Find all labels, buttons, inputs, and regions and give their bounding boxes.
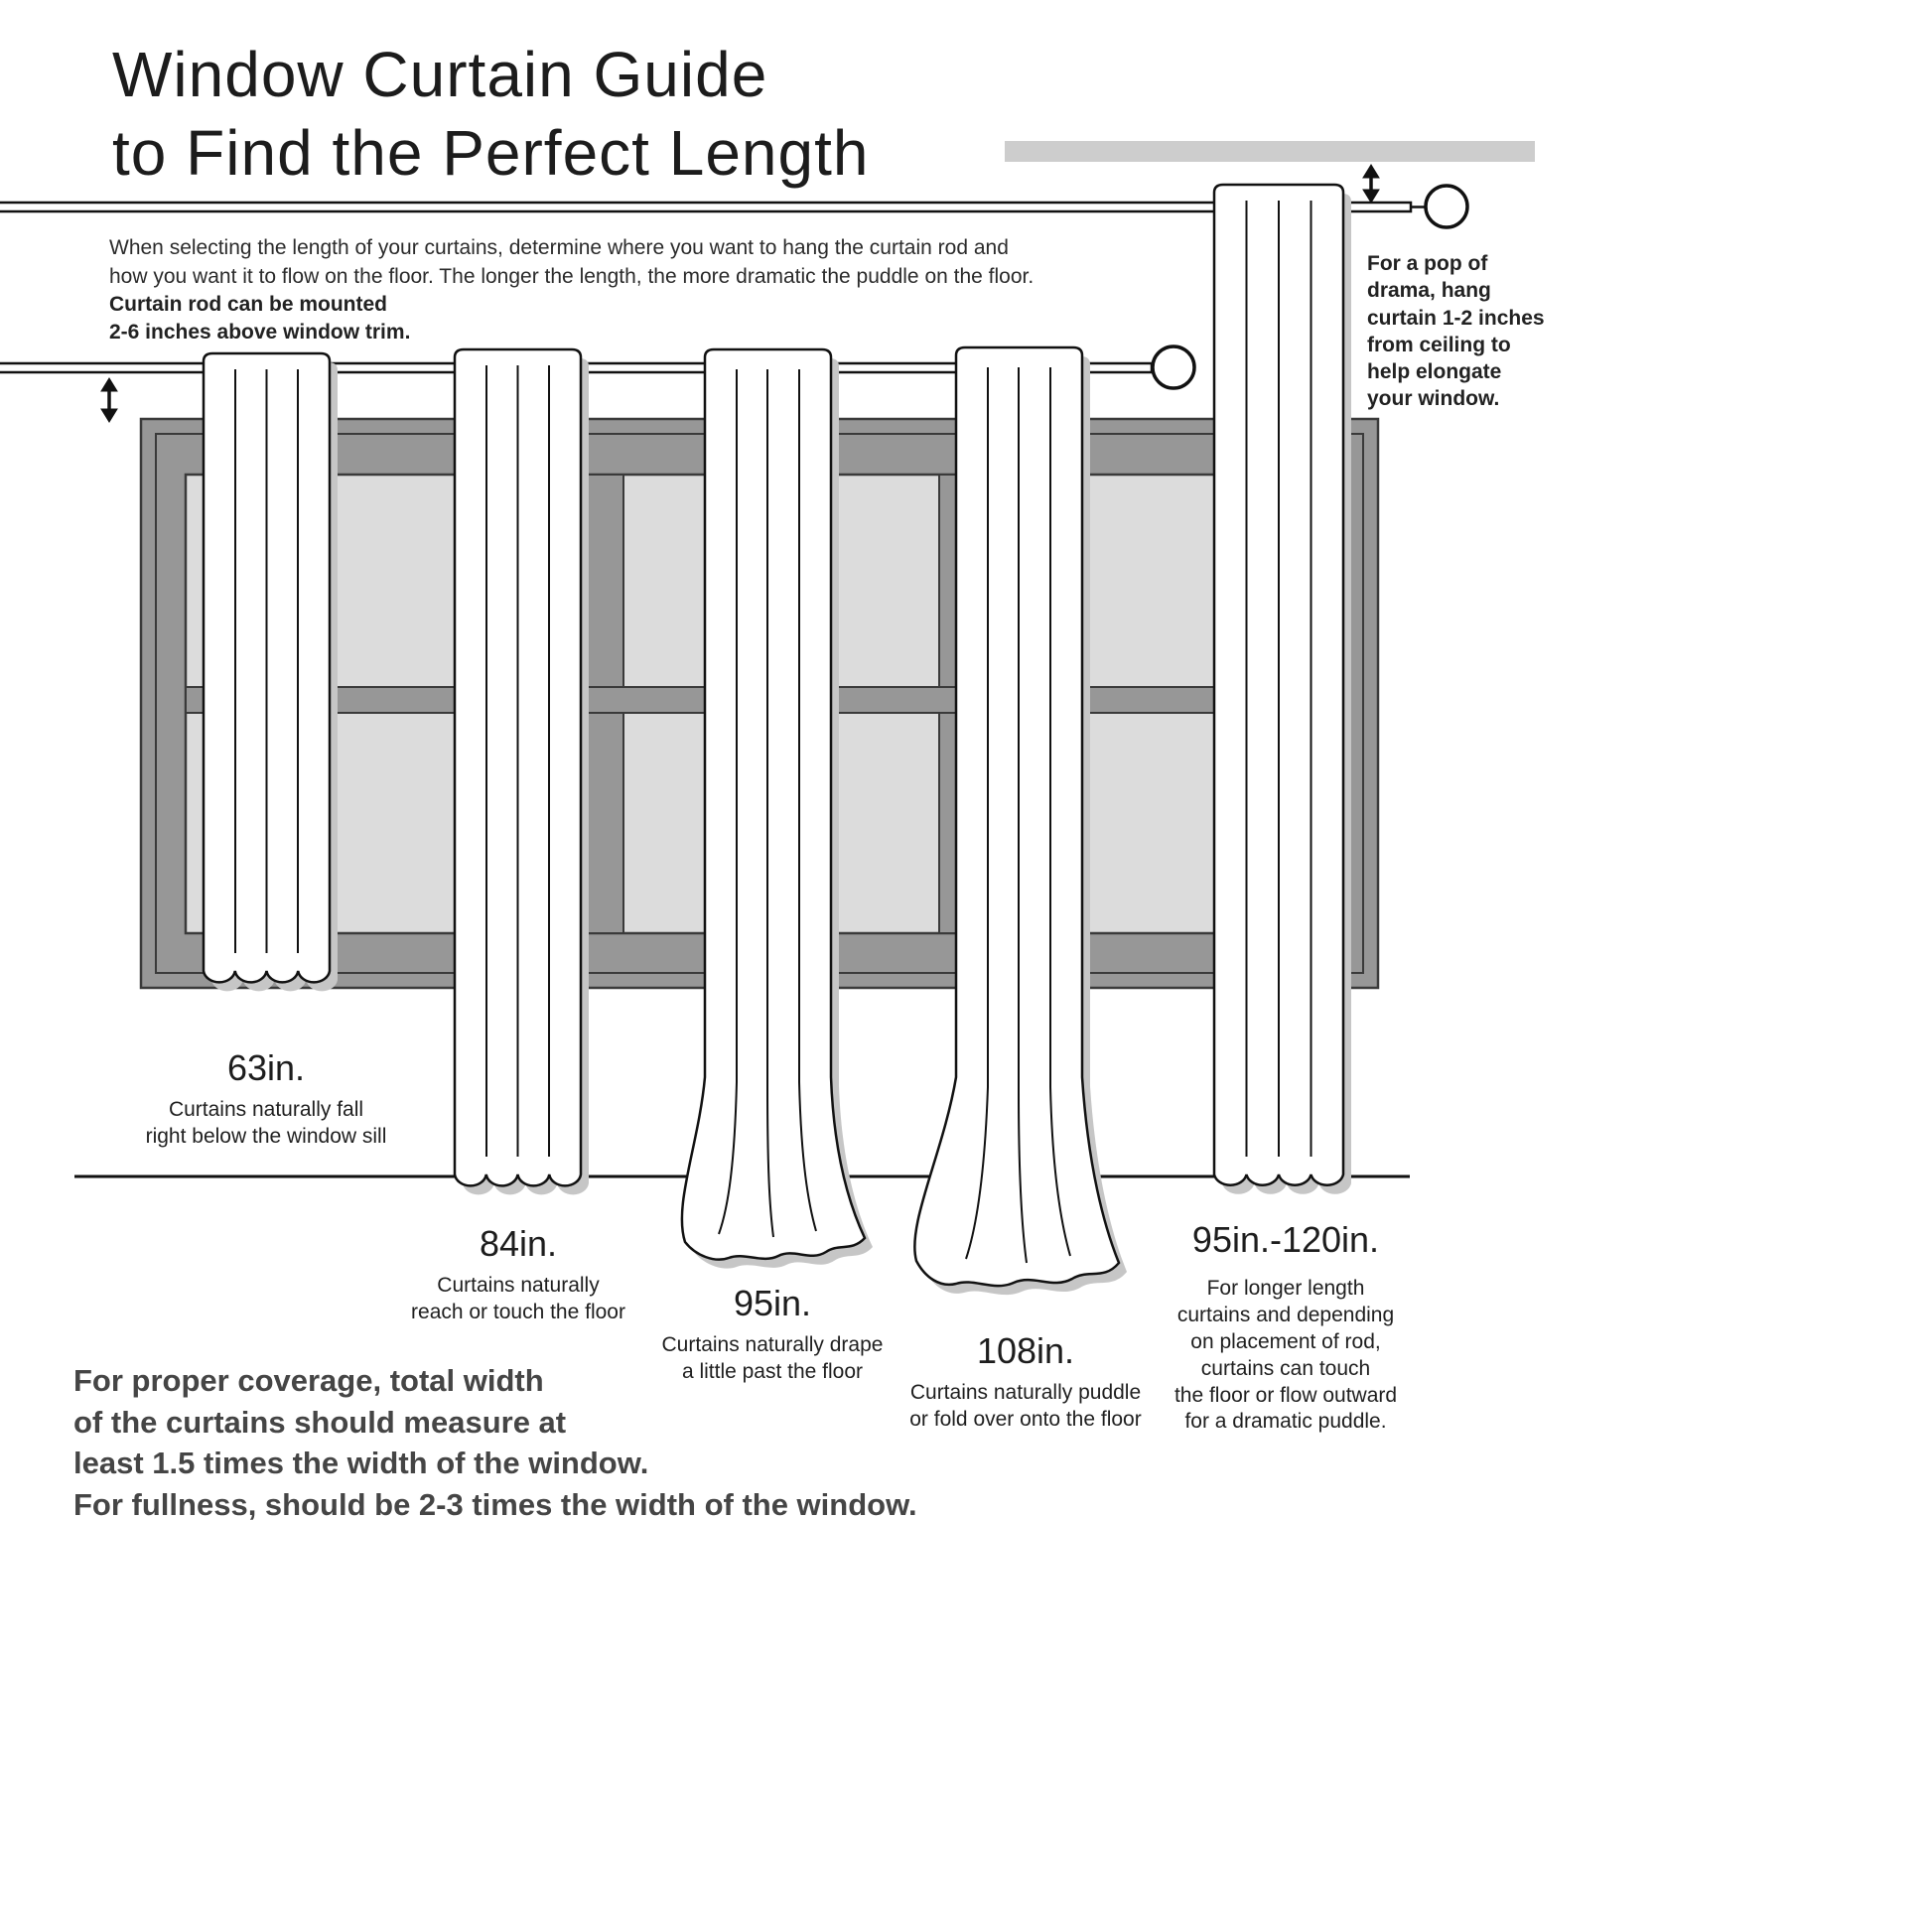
curtain-95in — [680, 347, 873, 1269]
curtain-63in — [202, 351, 338, 992]
coverage-note: For proper coverage, total width of the … — [73, 1363, 917, 1522]
curtain-63in-desc: Curtains naturally fall right below the … — [145, 1098, 387, 1148]
rod-mount-note: Curtain rod can be mounted 2-6 inches ab… — [109, 293, 411, 344]
curtain-95in-desc: Curtains naturally drape a little past t… — [661, 1333, 884, 1383]
intro-text: When selecting the length of your curtai… — [109, 236, 1035, 288]
curtain-95in-folds — [718, 369, 817, 1238]
ceiling-bar — [1005, 141, 1535, 162]
ceiling-mount-note: For a pop of drama, hang curtain 1-2 inc… — [1367, 252, 1545, 411]
curtain-108in-desc: Curtains naturally puddle or fold over o… — [909, 1381, 1142, 1431]
curtain-108in-folds — [965, 367, 1071, 1264]
ceiling-gap-arrow-icon — [1362, 164, 1380, 204]
curtain-95-120in-folds — [1245, 201, 1312, 1157]
curtain-95in-size: 95in. — [733, 1283, 812, 1323]
rod-finial-right-main — [1151, 345, 1196, 390]
curtain-95-120in-size: 95in.-120in. — [1191, 1219, 1380, 1260]
curtain-84in-desc: Curtains naturally reach or touch the fl… — [411, 1274, 625, 1323]
rod-finial-right-top — [1424, 184, 1469, 229]
curtain-108in-size: 108in. — [976, 1330, 1075, 1371]
curtain-63in-folds — [234, 369, 299, 953]
curtain-84in-size: 84in. — [479, 1223, 558, 1264]
page-title: Window Curtain Guide to Find the Perfect… — [112, 39, 870, 190]
curtain-95-120in — [1212, 183, 1351, 1194]
curtain-108in — [913, 345, 1127, 1296]
ceiling-rod — [0, 184, 1469, 229]
curtain-84in — [453, 347, 589, 1195]
curtain-63in-size: 63in. — [226, 1047, 306, 1088]
curtain-95-120in-desc: For longer length curtains and depending… — [1173, 1277, 1398, 1434]
rod-gap-arrow-icon — [100, 377, 118, 423]
curtain-84in-folds — [485, 365, 550, 1157]
